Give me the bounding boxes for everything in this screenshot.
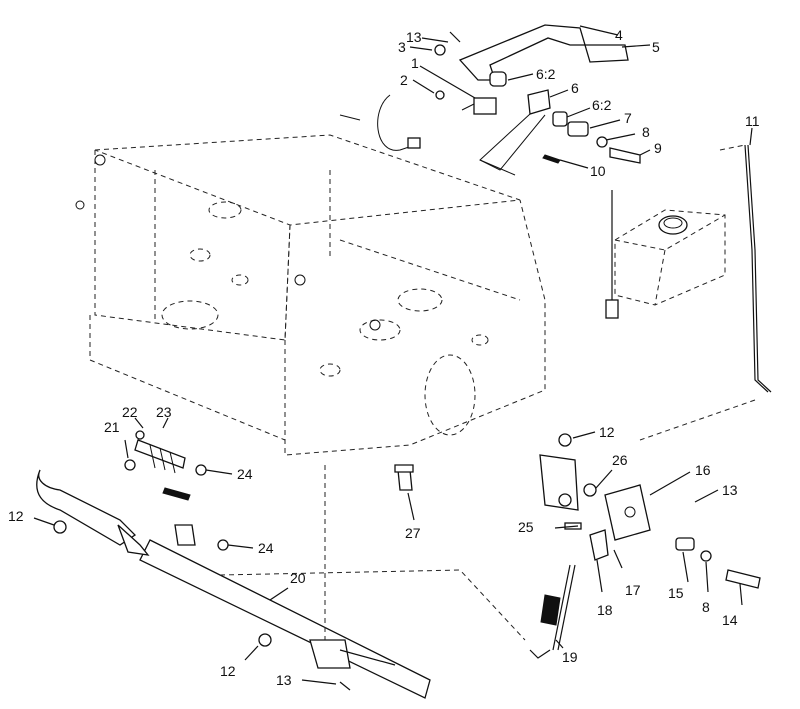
fuel-tank [605, 190, 726, 319]
callout-3: 3 [398, 39, 406, 55]
callout-6-2-upper: 6:2 [536, 66, 556, 82]
callout-7: 7 [624, 110, 632, 126]
callout-14: 14 [722, 612, 738, 628]
callout-2: 2 [400, 72, 408, 88]
callout-6-2-lower: 6:2 [592, 97, 612, 113]
callout-26: 26 [612, 452, 628, 468]
control-lever-assembly [434, 24, 641, 176]
callout-13-top: 13 [406, 29, 422, 45]
callout-18: 18 [597, 602, 613, 618]
callout-23: 23 [156, 404, 172, 420]
callout-21: 21 [104, 419, 120, 435]
callout-24-lower: 24 [258, 540, 274, 556]
callout-17: 17 [625, 582, 641, 598]
callout-1: 1 [411, 55, 419, 71]
callout-12-right: 12 [599, 424, 615, 440]
callout-13-bottom: 13 [276, 672, 292, 688]
callout-27: 27 [405, 525, 421, 541]
callout-16: 16 [695, 462, 711, 478]
callout-8-upper: 8 [642, 124, 650, 140]
callout-13-right: 13 [722, 482, 738, 498]
main-frame [75, 134, 546, 456]
switch-with-wire [329, 94, 497, 260]
callout-10: 10 [590, 163, 606, 179]
callout-12-left: 12 [8, 508, 24, 524]
callout-8-lower: 8 [702, 599, 710, 615]
callout-6: 6 [571, 80, 579, 96]
long-rod [639, 144, 772, 441]
callout-15: 15 [668, 585, 684, 601]
bracket-assembly [529, 433, 761, 659]
callout-5: 5 [652, 39, 660, 55]
callout-20: 20 [290, 570, 306, 586]
callout-25: 25 [518, 519, 534, 535]
control-arm-and-spring [36, 430, 526, 699]
callout-labels: 13 3 4 5 1 2 6:2 6 6:2 7 8 9 10 11 12 26… [8, 27, 760, 688]
callout-12-bottom: 12 [220, 663, 236, 679]
callout-19: 19 [562, 649, 578, 665]
callout-24-upper: 24 [237, 466, 253, 482]
callout-22: 22 [122, 404, 138, 420]
leader-lines [33, 25, 753, 685]
callout-4: 4 [615, 27, 623, 43]
bolt-27-part [394, 464, 414, 491]
callout-11: 11 [745, 113, 760, 129]
callout-9: 9 [654, 140, 662, 156]
